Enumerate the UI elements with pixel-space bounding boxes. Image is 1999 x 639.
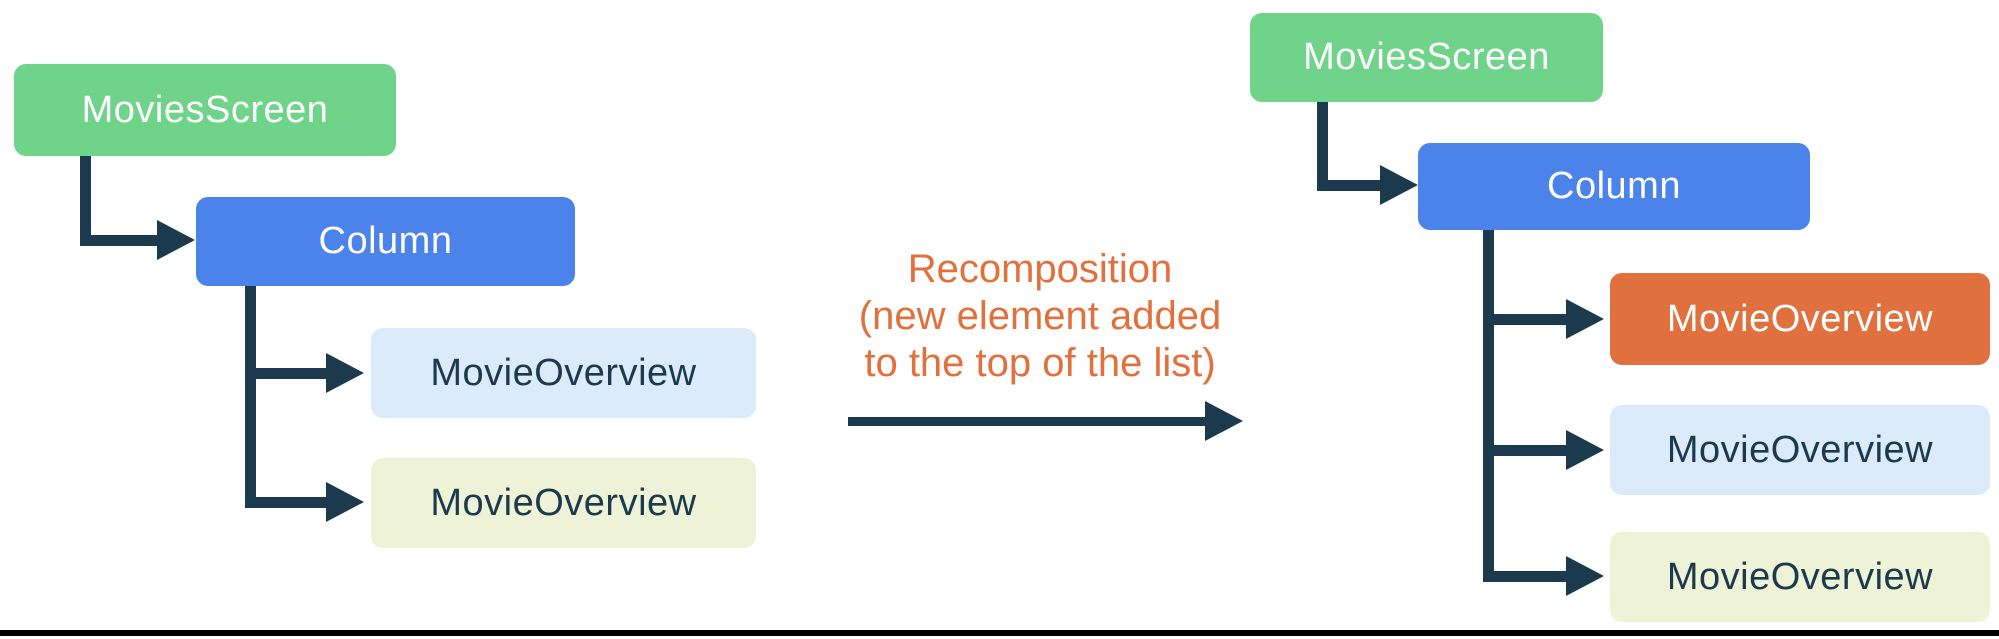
arrowhead-icon [326, 353, 364, 393]
arrowhead-icon [157, 220, 195, 260]
arrowhead-icon [1205, 401, 1243, 441]
recomposition-label: Recomposition (new element added to the … [820, 246, 1260, 387]
left-leaf-node-1: MovieOverview [371, 328, 756, 418]
arrowhead-icon [326, 482, 364, 522]
left-branch1-hline [245, 368, 327, 379]
right-leaf-node-new: MovieOverview [1610, 273, 1990, 365]
right-leaf-label-2: MovieOverview [1666, 428, 1934, 471]
right-column-label: Column [1547, 165, 1681, 207]
right-branch1-hline [1483, 314, 1567, 325]
left-leaf-label-1: MovieOverview [430, 351, 697, 394]
bottom-rule [0, 630, 1999, 636]
right-branch2-hline [1483, 445, 1567, 456]
right-leaf-label-3: MovieOverview [1666, 555, 1934, 598]
left-branch2-hline [245, 497, 327, 508]
right-root-node: MoviesScreen [1250, 13, 1603, 102]
annotation-line-3: to the top of the list) [864, 341, 1216, 385]
right-root-connector-vline [1317, 102, 1328, 191]
left-column-connector-trunk [245, 286, 256, 508]
arrowhead-icon [1566, 430, 1604, 470]
arrowhead-icon [1566, 556, 1604, 596]
left-column-label: Column [318, 220, 453, 262]
left-leaf-node-2: MovieOverview [371, 458, 756, 548]
right-branch3-hline [1483, 571, 1567, 582]
left-root-connector-vline [80, 156, 91, 246]
right-root-label: MoviesScreen [1303, 36, 1550, 78]
right-leaf-node-3: MovieOverview [1610, 532, 1990, 622]
right-column-node: Column [1418, 143, 1810, 230]
left-root-label: MoviesScreen [81, 88, 329, 131]
right-leaf-label-new: MovieOverview [1666, 297, 1934, 340]
right-column-connector-trunk [1483, 230, 1494, 582]
right-root-connector-hline [1317, 180, 1383, 191]
left-column-node: Column [196, 197, 575, 286]
left-root-connector-hline [80, 235, 158, 246]
right-leaf-node-2: MovieOverview [1610, 405, 1990, 495]
arrowhead-icon [1566, 299, 1604, 339]
arrowhead-icon [1380, 165, 1418, 205]
annotation-line-2: (new element added [858, 294, 1222, 338]
annotation-line-1: Recomposition [907, 247, 1173, 291]
left-leaf-label-2: MovieOverview [430, 481, 697, 524]
left-root-node: MoviesScreen [14, 64, 396, 156]
recomposition-arrow-shaft [848, 417, 1206, 426]
